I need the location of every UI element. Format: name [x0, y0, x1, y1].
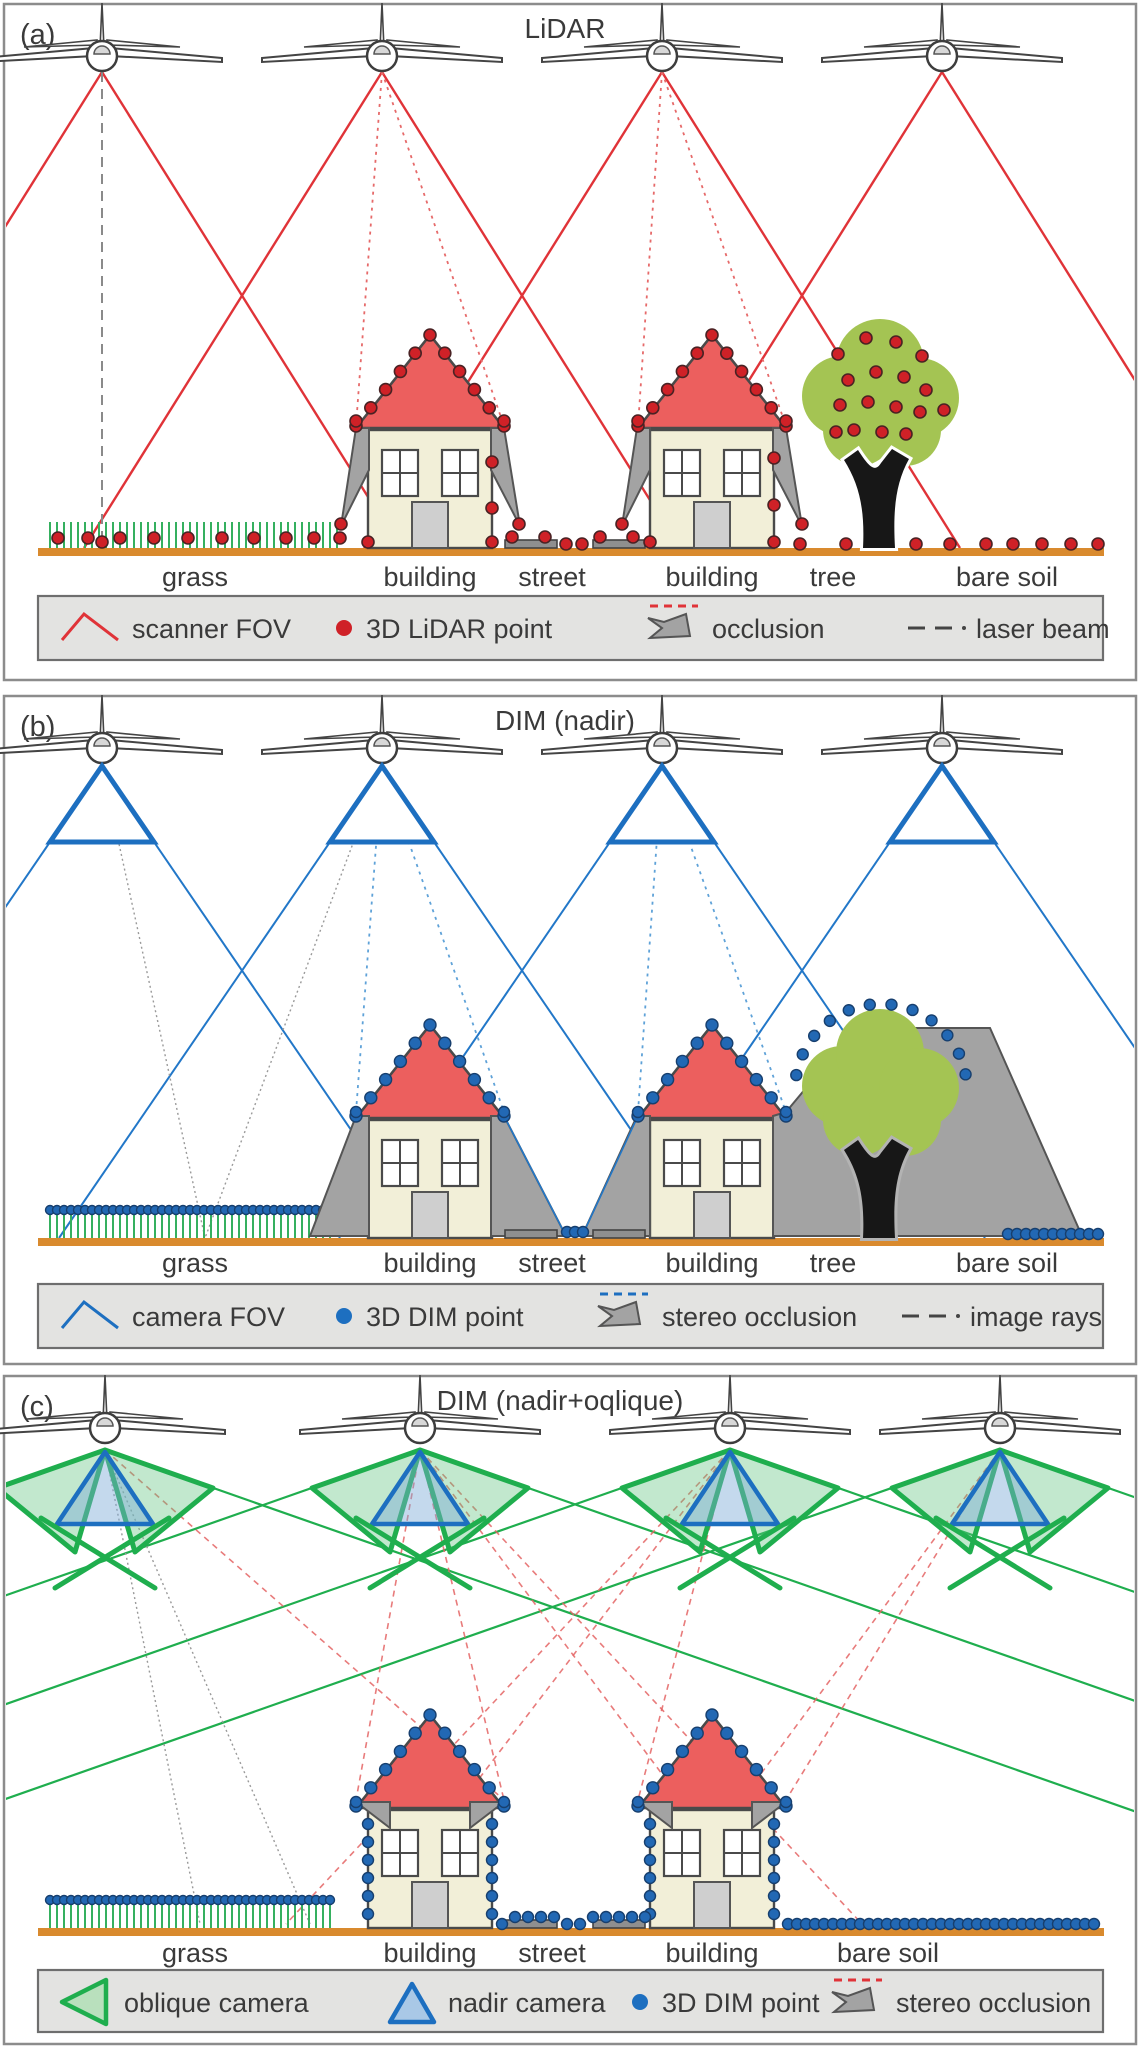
- oblique-camera-rays: [6, 1448, 1134, 1813]
- svg-text:3D DIM point: 3D DIM point: [662, 1988, 820, 2018]
- svg-text:grass: grass: [162, 1248, 228, 1278]
- dim-point-icon: [632, 1994, 648, 2010]
- panel-a-border: [2, 2, 1138, 682]
- svg-text:bare soil: bare soil: [956, 1248, 1058, 1278]
- scanner-fov-icon: [60, 611, 119, 642]
- svg-text:building: building: [383, 1938, 476, 1968]
- laser-beam-icon: [908, 626, 966, 630]
- ground-labels-c: grass building street building bare soil: [162, 1938, 939, 1968]
- lidar-point-icon: [336, 620, 352, 636]
- stereo-occlusion-icon: [597, 1292, 648, 1327]
- svg-text:grass: grass: [162, 1938, 228, 1968]
- svg-text:grass: grass: [162, 562, 228, 592]
- svg-text:stereo occlusion: stereo occlusion: [896, 1988, 1091, 2018]
- occlusion-shapes: [353, 1801, 789, 1831]
- svg-text:building: building: [383, 562, 476, 592]
- camera-fov-icon: [60, 1299, 119, 1330]
- svg-text:bare soil: bare soil: [837, 1938, 939, 1968]
- dim-points: [349, 998, 1105, 1241]
- svg-text:building: building: [383, 1248, 476, 1278]
- camera-cluster-icons: [6, 1447, 1111, 1591]
- grass-blades: [44, 1204, 336, 1238]
- nadir-camera-icon: [387, 1981, 437, 2025]
- nadir-camera-fov-icons: [45, 761, 999, 845]
- oblique-camera-icon: [59, 1977, 109, 2027]
- ground-strip: [38, 1928, 1104, 1936]
- dim-point-icon: [336, 1308, 352, 1324]
- panel-a-title: LiDAR: [525, 13, 606, 44]
- grass-blades: [44, 1894, 336, 1928]
- legend-b: camera FOV 3D DIM point stereo occlusion…: [36, 1282, 1105, 1350]
- svg-text:scanner FOV: scanner FOV: [132, 614, 291, 644]
- image-rays-icon: [902, 1314, 960, 1318]
- svg-text:building: building: [665, 1248, 758, 1278]
- laser-beam-rays: [101, 71, 787, 542]
- svg-text:3D LiDAR point: 3D LiDAR point: [366, 614, 553, 644]
- panel-b-title: DIM (nadir): [495, 705, 635, 736]
- svg-text:3D DIM point: 3D DIM point: [366, 1302, 524, 1332]
- svg-text:street: street: [518, 1938, 586, 1968]
- occlusion-icon: [647, 604, 698, 639]
- image-rays: [104, 1449, 311, 1925]
- svg-text:oblique camera: oblique camera: [124, 1988, 310, 2018]
- ground-strip: [38, 1238, 1104, 1246]
- svg-text:bare soil: bare soil: [956, 562, 1058, 592]
- svg-text:tree: tree: [810, 562, 857, 592]
- ground-labels-a: grass building street building tree bare…: [162, 562, 1058, 592]
- ground-labels-b: grass building street building tree bare…: [162, 1248, 1058, 1278]
- svg-text:building: building: [665, 1938, 758, 1968]
- svg-text:laser beam: laser beam: [976, 614, 1110, 644]
- ground-strip: [38, 548, 1104, 556]
- legend-c: oblique camera nadir camera 3D DIM point…: [36, 1968, 1105, 2034]
- svg-text:street: street: [518, 562, 586, 592]
- svg-text:camera FOV: camera FOV: [132, 1302, 285, 1332]
- svg-text:stereo occlusion: stereo occlusion: [662, 1302, 857, 1332]
- panel-c-title: DIM (nadir+oqlique): [437, 1385, 684, 1416]
- lidar-points: [51, 328, 1105, 551]
- dim-points: [349, 1708, 1101, 1931]
- svg-text:building: building: [665, 562, 758, 592]
- stereo-wedge-lines: [503, 1115, 639, 1237]
- svg-text:occlusion: occlusion: [712, 614, 825, 644]
- stereo-occlusion-icon: [831, 1978, 882, 2013]
- svg-text:image rays: image rays: [970, 1302, 1102, 1332]
- svg-text:tree: tree: [810, 1248, 857, 1278]
- svg-text:street: street: [518, 1248, 586, 1278]
- svg-text:nadir camera: nadir camera: [448, 1988, 607, 2018]
- legend-a: scanner FOV 3D LiDAR point occlusion las…: [36, 594, 1110, 662]
